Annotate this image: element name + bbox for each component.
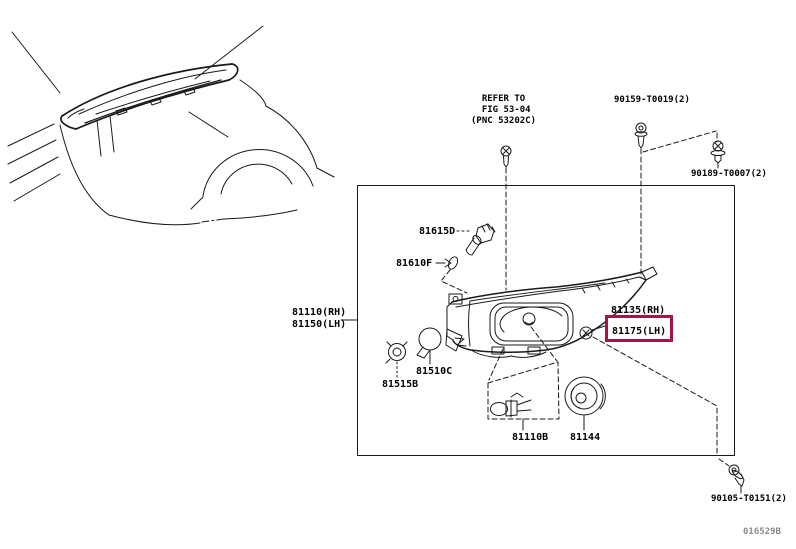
- clip-screw-icon: [500, 145, 512, 168]
- part-label-81110-81150[interactable]: 81110(RH) 81150(LH): [292, 307, 347, 330]
- parts-detail-box: [357, 185, 735, 456]
- grommet-icon-right: [710, 140, 726, 169]
- screw-icon-top: [634, 122, 648, 149]
- cap-icon-headlamp: [564, 376, 606, 431]
- part-label-81515b[interactable]: 81515B: [382, 379, 419, 390]
- part-label-81135[interactable]: 81135(RH): [611, 305, 666, 316]
- socket-icon-unit: [465, 223, 496, 256]
- part-label-81615d[interactable]: 81615D: [419, 226, 456, 237]
- part-label-81510c[interactable]: 81510C: [416, 366, 453, 377]
- bulb-icon-headlamp: [490, 392, 532, 431]
- part-label-81175[interactable]: 81175(LH): [612, 326, 667, 337]
- refer-note[interactable]: REFER TO FIG 53-04 (PNC 53202C): [471, 94, 537, 126]
- bulb-icon-clearance: [435, 256, 459, 270]
- headlamp-assembly-drawing: [445, 266, 658, 358]
- car-front-sketch: [7, 25, 335, 226]
- part-label-81144[interactable]: 81144: [570, 432, 601, 443]
- figure-code: 016529B: [743, 527, 781, 537]
- part-label-90189[interactable]: 90189-T0007(2): [691, 169, 767, 179]
- highlighted-part-box[interactable]: 81175(LH): [605, 315, 674, 342]
- part-label-90159[interactable]: 90159-T0019(2): [614, 95, 690, 105]
- car-headlamp-outline: [60, 63, 239, 130]
- bulb-icon-turnsignal: [416, 327, 442, 365]
- part-label-81610f[interactable]: 81610F: [396, 258, 433, 269]
- screw-icon-bottom: [728, 464, 745, 494]
- part-label-90105[interactable]: 90105-T0151(2): [711, 494, 787, 504]
- socket-icon-turnsignal: [385, 341, 408, 364]
- leader-lines: [440, 130, 730, 467]
- part-label-81110b[interactable]: 81110B: [512, 432, 549, 443]
